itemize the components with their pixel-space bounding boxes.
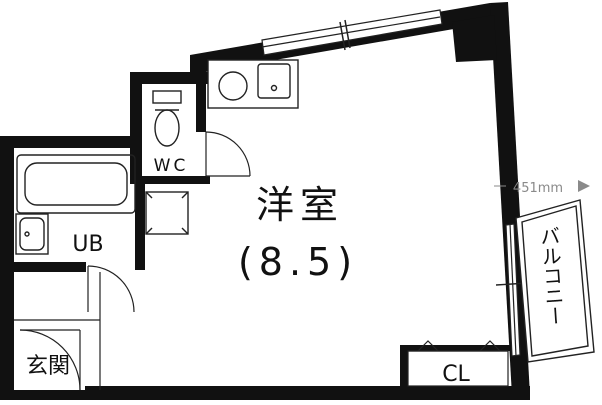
balcony-outline: [515, 199, 595, 363]
wall-ub-top: [0, 136, 142, 148]
closet: [407, 340, 509, 387]
closet-door-right: [479, 340, 501, 352]
entrance-door-swing: [19, 329, 81, 391]
wc-door-swing: [205, 131, 251, 177]
wall-corner-block: [452, 15, 497, 62]
dimension-arrow-icon: [578, 180, 590, 192]
balcony-inner: [521, 205, 589, 357]
wall-wc-bottom: [130, 176, 210, 184]
wall-closet-top-seg: [400, 345, 510, 351]
wall-ub-bottom-left: [0, 262, 86, 272]
doors: [14, 131, 251, 391]
dimension-annotation: 451mm: [494, 180, 590, 196]
toilet-icon: [152, 90, 182, 147]
closet-door-left: [417, 340, 439, 352]
wall-ub-right: [135, 180, 145, 270]
kitchen-counter: [207, 59, 299, 109]
wall-right: [490, 2, 530, 396]
wall-wc-top: [130, 72, 210, 84]
wall-wc-right: [196, 84, 206, 132]
stove-burner-icon: [218, 71, 248, 101]
closet-box: [407, 350, 509, 387]
kitchen: [207, 59, 299, 109]
bathtub-icon: [16, 154, 136, 214]
washing-machine-space: [145, 191, 189, 235]
exterior-walls: [0, 2, 530, 400]
washbasin-icon: [15, 213, 49, 255]
wall-entrance-bottom: [0, 390, 100, 400]
sink-icon: [257, 63, 291, 99]
wall-main-left: [190, 55, 206, 77]
wall-closet-left: [400, 345, 408, 390]
ub-label: UB: [72, 232, 103, 257]
wall-bottom: [85, 386, 530, 400]
window-top: [261, 9, 443, 56]
dimension-label: 451mm: [513, 181, 563, 196]
main-room-size: (8.5): [238, 240, 358, 284]
wall-wc-left: [130, 72, 142, 182]
wc-label: WC: [154, 156, 189, 176]
ub-door-swing: [87, 265, 135, 313]
entrance-label: 玄関: [26, 354, 70, 379]
window-mullion: [344, 19, 351, 49]
balcony: [515, 199, 595, 363]
closet-label: CL: [442, 362, 470, 387]
windows: [261, 9, 529, 357]
main-room-name: 洋室: [256, 183, 344, 227]
